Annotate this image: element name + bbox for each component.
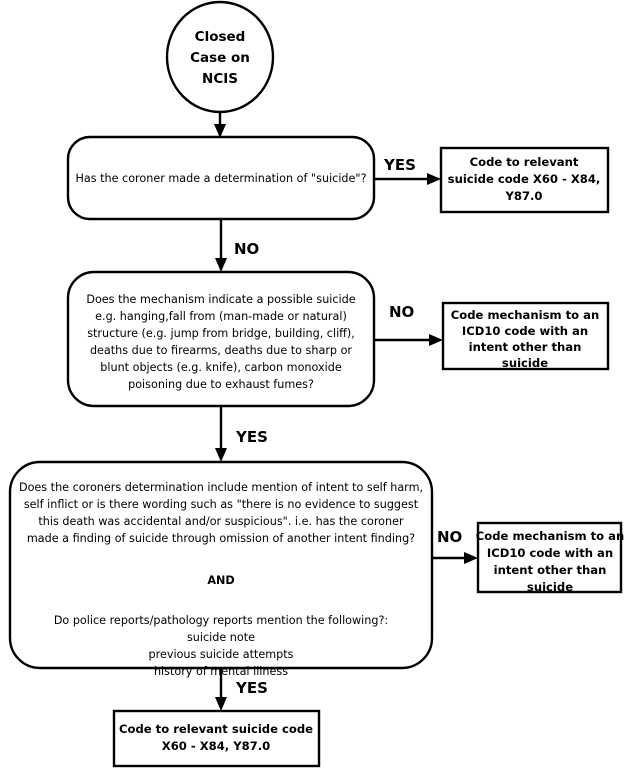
decision3-conjunction: AND [207,574,234,587]
outcome4-line-2: X60 - X84, Y87.0 [162,739,270,753]
decision2-line-5: blunt objects (e.g. knife), carbon monox… [100,361,342,374]
start-node-line-2: Case on [190,50,250,66]
branch-label-yes-1: YES [383,156,416,174]
outcome4-line-1: Code to relevant suicide code [119,722,313,736]
outcome3-line-2: ICD10 code with an [487,546,613,560]
decision2-line-3: structure (e.g. jump from bridge, buildi… [87,327,355,340]
outcome1-shape [439,146,610,214]
decision2-line-4: deaths due to firearms, deaths due to sh… [90,344,352,357]
arrowhead-decision3-no [464,552,478,564]
start-node-line-3: NCIS [202,71,238,87]
branch-label-no-1: NO [234,240,259,258]
arrowhead-start-to-decision1 [214,124,226,138]
branch-label-yes-2: YES [235,428,268,446]
decision3-line-6: suicide note [187,631,255,644]
outcome3-shape [476,521,623,594]
branch-label-no-2: NO [389,303,414,321]
arrowhead-decision3-yes [215,697,227,711]
outcome4-shape [112,709,321,768]
decision2-line-1: Does the mechanism indicate a possible s… [86,293,355,306]
outcome1-line-1: Code to relevant [470,155,579,169]
outcome2-line-4: suicide [502,356,548,370]
outcome2-shape [441,301,610,371]
decision3-line-4: made a finding of suicide through omissi… [27,532,415,545]
outcome3-line-3: intent other than [494,563,607,577]
outcome2-line-2: ICD10 code with an [462,324,588,338]
decision3-line-7: previous suicide attempts [149,648,294,661]
decision3-line-2: self inflict or is there wording such as… [24,498,419,511]
outcome2-line-3: intent other than [469,340,582,354]
outcome1-line-2: suicide code X60 - X84, [448,172,601,186]
decision1-line-1: Has the coroner made a determination of … [75,172,366,185]
arrowhead-decision1-yes [427,173,441,185]
outcome2-line-1: Code mechanism to an [451,308,599,322]
arrowhead-decision2-yes [215,448,227,462]
arrowhead-decision2-no [429,334,443,346]
decision3-line-1: Does the coroners determination include … [19,481,423,494]
branch-label-yes-3: YES [235,679,268,697]
decision2-line-6: poisoning due to exhaust fumes? [128,378,314,391]
decision2-line-2: e.g. hanging,fall from (man-made or natu… [95,310,347,323]
decision3-line-5: Do police reports/pathology reports ment… [54,614,388,627]
outcome3-line-4: suicide [527,580,573,594]
outcome3-line-1: Code mechanism to an [476,529,624,543]
branch-label-no-3: NO [437,528,462,546]
arrowhead-decision1-no [215,258,227,272]
outcome1-line-3: Y87.0 [504,189,542,203]
decision3-line-3: this death was accidental and/or suspici… [38,515,404,528]
start-node-line-1: Closed [195,29,246,45]
